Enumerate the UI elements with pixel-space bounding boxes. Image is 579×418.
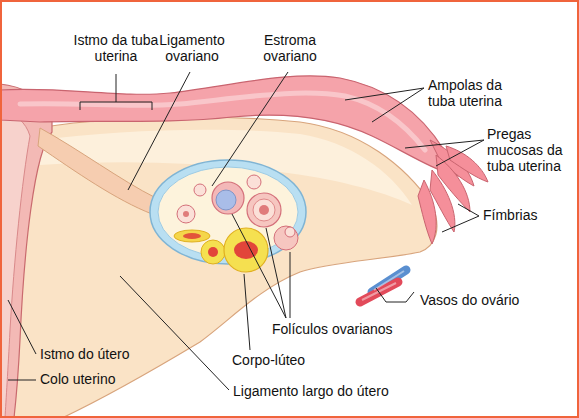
part-label: Fímbrias (483, 207, 537, 223)
leader-line (405, 140, 484, 166)
leader-line (442, 204, 479, 232)
follicle (177, 205, 195, 223)
corpus-core (183, 233, 201, 239)
vessel-highlight (362, 271, 404, 300)
corpus-albicans (174, 230, 210, 242)
leader-line (120, 276, 229, 390)
part-label: Estroma ovariano (250, 32, 330, 64)
part-label: Corpo-lúteo (232, 352, 305, 368)
leader-line (8, 300, 36, 354)
fimbriae (418, 140, 488, 244)
part-label: Pregas mucosas da tuba uterina (487, 126, 575, 174)
part-label: Istmo da tuba uterina (66, 32, 166, 64)
follicle (274, 226, 298, 250)
oocyte (285, 227, 295, 237)
follicle (247, 175, 261, 189)
part-label: Ampolas da tuba uterina (428, 77, 533, 109)
fimbria (446, 146, 488, 182)
bracket (80, 74, 152, 110)
leader-line (128, 72, 190, 190)
follicles (174, 175, 298, 272)
part-label: Istmo do útero (40, 346, 130, 362)
fimbria (418, 180, 436, 244)
leader-line (232, 214, 290, 318)
uterus-inner (0, 110, 30, 418)
leader-line (345, 88, 424, 122)
part-label: Vasos do ovário (420, 292, 519, 308)
part-label: Folículos ovarianos (272, 321, 393, 337)
follicle (194, 184, 206, 196)
part-label: Ligamento ovariano (147, 32, 237, 64)
oocyte (259, 205, 269, 215)
corpus-core (208, 247, 218, 257)
oocyte (183, 211, 189, 217)
leader-lines (8, 72, 484, 390)
leader-line (244, 274, 250, 350)
bracket (376, 288, 414, 302)
follicle-antrum (216, 190, 236, 210)
part-label: Ligamento largo do útero (233, 383, 389, 399)
follicle (247, 193, 281, 227)
follicle (212, 182, 244, 214)
corpus-luteum (224, 228, 268, 272)
corpus-luteum (201, 240, 225, 264)
follicle-ring (253, 199, 275, 221)
broad-ligament (14, 117, 437, 418)
leader-line (8, 380, 36, 381)
leader-line (212, 72, 288, 186)
part-label: Colo uterino (40, 371, 116, 387)
